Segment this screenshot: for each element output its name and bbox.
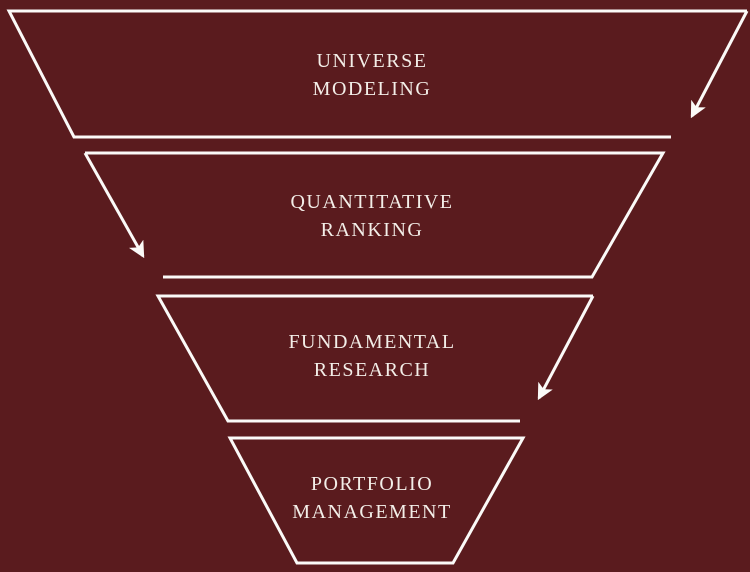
arrow-middle-right-icon	[537, 295, 595, 401]
level-4-label-line-1: PORTFOLIO	[311, 473, 433, 495]
funnel-level-universe-modeling: UNIVERSE MODELING	[6, 9, 749, 139]
funnel-level-fundamental-research: FUNDAMENTAL RESEARCH	[155, 294, 595, 423]
trapezoid-quantitative-ranking	[85, 151, 666, 279]
funnel-level-portfolio-management: PORTFOLIO MANAGEMENT	[227, 436, 526, 565]
level-3-label-line-1: FUNDAMENTAL	[288, 331, 455, 353]
trapezoid-portfolio-management	[227, 436, 526, 565]
arrow-middle-left-icon	[83, 152, 145, 259]
level-2-label-line-1: QUANTITATIVE	[290, 191, 453, 213]
level-1-label-line-1: UNIVERSE	[317, 50, 428, 72]
arrow-top-right-icon	[690, 10, 749, 119]
level-4-label-line-2: MANAGEMENT	[292, 501, 451, 523]
level-3-label-line-2: RESEARCH	[314, 359, 430, 381]
trapezoid-fundamental-research	[155, 294, 593, 423]
trapezoid-universe-modeling	[6, 9, 747, 139]
level-1-label-line-2: MODELING	[313, 78, 432, 100]
level-2-label-line-2: RANKING	[321, 219, 424, 241]
funnel-level-quantitative-ranking: QUANTITATIVE RANKING	[83, 151, 666, 279]
